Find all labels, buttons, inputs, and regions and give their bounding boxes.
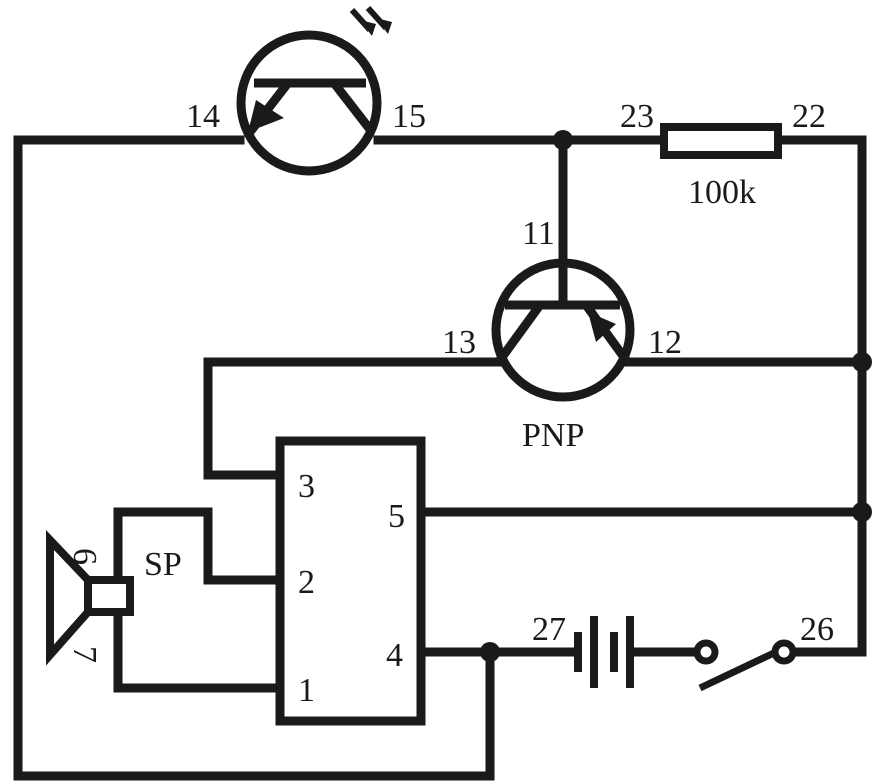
wires	[13, 135, 867, 781]
light-arrows-icon	[349, 5, 392, 36]
junction-dot	[480, 642, 500, 662]
resistor-body	[660, 123, 782, 159]
label-pin-15: 15	[392, 98, 426, 135]
label-ic-pin-2: 2	[298, 564, 315, 601]
phototransistor-collector-lead	[330, 80, 376, 135]
pnp-body	[491, 258, 635, 402]
label-pin-26: 26	[800, 611, 834, 648]
phototransistor	[236, 5, 392, 176]
wire-speaker-bottom	[113, 607, 285, 693]
label-resistor-value: 100k	[688, 174, 756, 211]
switch-blade	[698, 648, 778, 692]
label-pin-27: 27	[532, 611, 566, 648]
switch-contact-right	[771, 639, 797, 665]
junction-dot	[553, 130, 573, 150]
label-pin-22: 22	[792, 98, 826, 135]
label-ic-pin-1: 1	[298, 672, 315, 709]
wire-pnp-collector	[203, 357, 505, 480]
pnp-collector-lead	[496, 302, 544, 363]
pnp-transistor	[491, 258, 635, 402]
labels: 14 15 23 22 100k 11 13 12 PNP 3 5 2 4 1 …	[66, 98, 834, 709]
junction-dot	[852, 352, 872, 372]
switch-contact-left	[693, 639, 719, 665]
wire-top-left	[13, 135, 495, 781]
label-pnp-type: PNP	[522, 417, 584, 454]
label-ic-pin-3: 3	[298, 468, 315, 505]
switch	[693, 639, 797, 692]
pnp-arrow	[588, 312, 616, 342]
wire-speaker-top	[113, 507, 285, 585]
label-pin-14: 14	[186, 98, 220, 135]
label-pin-23: 23	[620, 98, 654, 135]
wire-top-right	[773, 135, 867, 657]
speaker	[46, 529, 134, 666]
junctions	[480, 130, 872, 662]
phototransistor-arrow	[248, 100, 284, 132]
battery	[574, 616, 634, 688]
label-pin-11: 11	[522, 215, 555, 252]
label-pin-12: 12	[648, 324, 682, 361]
label-speaker: SP	[144, 546, 182, 583]
label-ic-pin-5: 5	[388, 498, 405, 535]
label-pin-13: 13	[442, 324, 476, 361]
ic-body	[275, 436, 426, 726]
phototransistor-body	[236, 30, 382, 176]
label-ic-pin-4: 4	[386, 637, 403, 674]
junction-dot	[852, 502, 872, 522]
label-speaker-pin-7: 7	[66, 646, 103, 663]
speaker-magnet	[84, 576, 134, 616]
label-speaker-pin-6: 6	[66, 548, 103, 565]
